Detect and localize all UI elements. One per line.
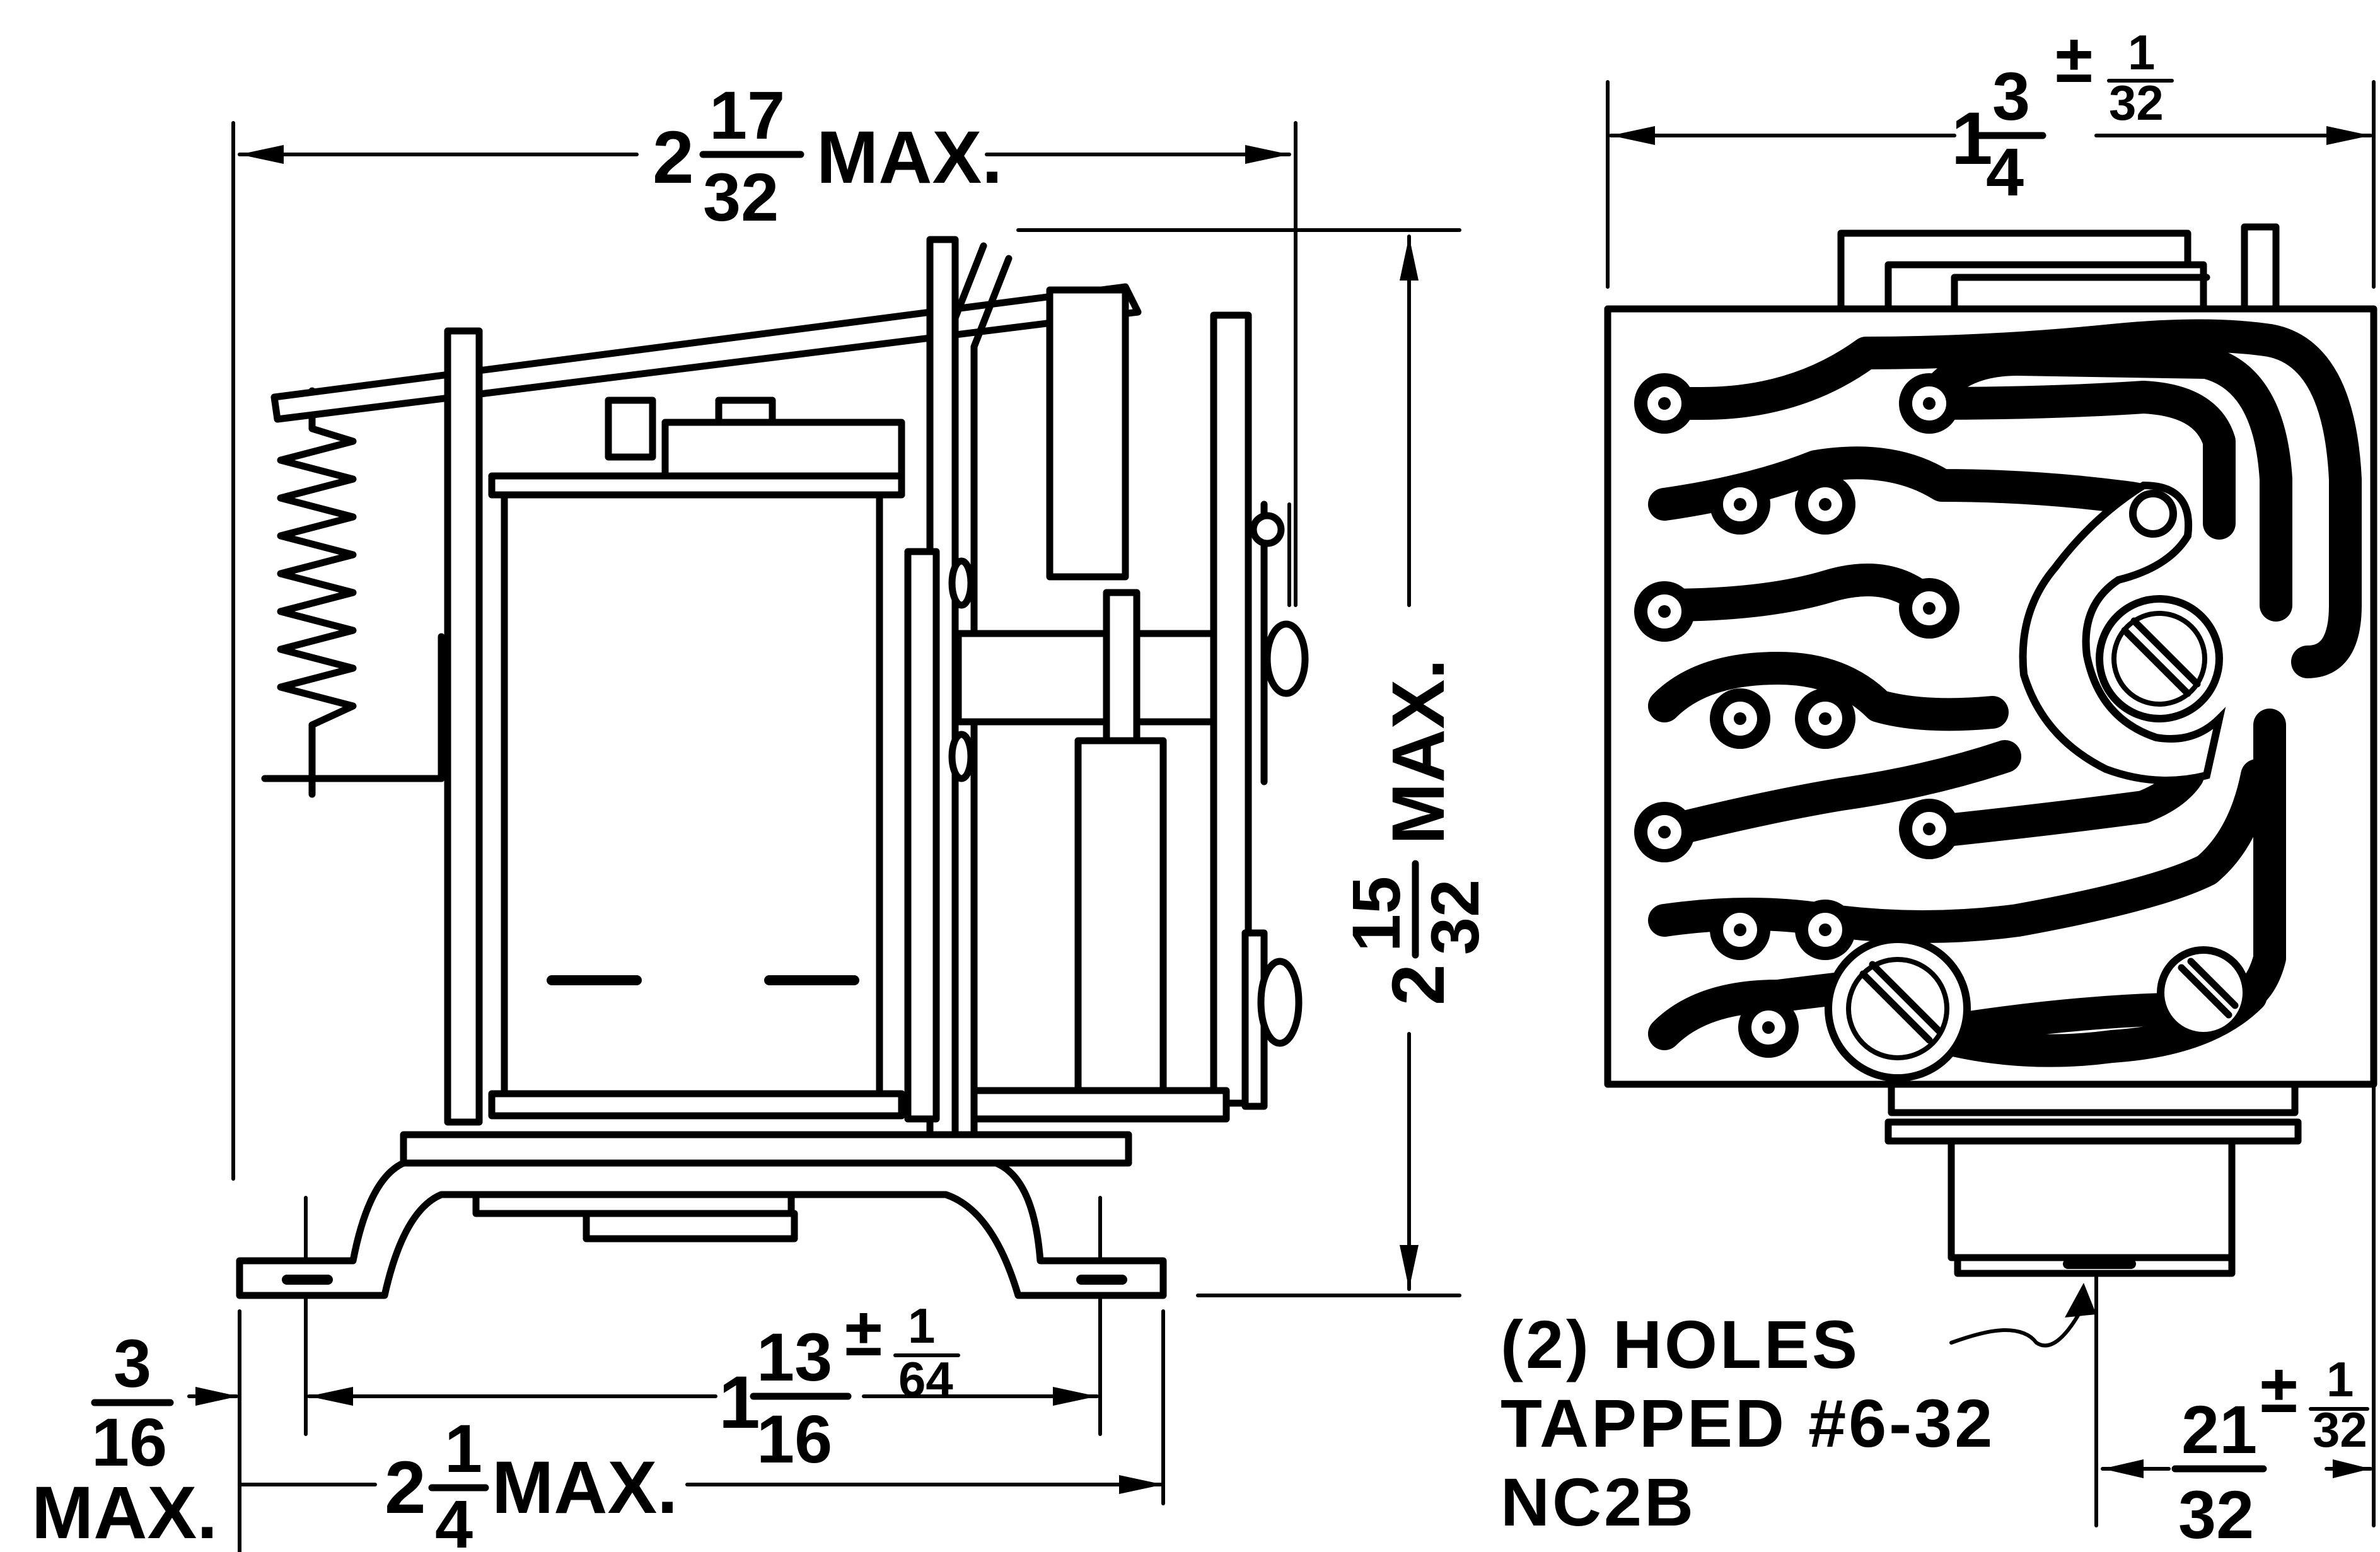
end-view: 1 3 4 ± 1 32 21 32 ± 1 32 (2) HOLES TAPP	[1501, 20, 2377, 1552]
dim-base-length: 2 1 4 MAX.	[238, 1410, 1165, 1552]
hole-offset-tol-sign: ±	[2260, 1350, 2297, 1427]
overall-height-den: 32	[1417, 879, 1493, 955]
end-width-tol-sign: ±	[2055, 20, 2093, 96]
holes-note-line-1: (2) HOLES	[1501, 1306, 1860, 1382]
base-height-suffix: MAX.	[32, 1471, 218, 1552]
terminal-eyelets	[1634, 373, 1959, 1058]
return-spring	[261, 387, 445, 798]
base-length-suffix: MAX.	[492, 1446, 678, 1529]
board-screw-right	[2157, 946, 2250, 1039]
overall-width-whole: 2	[653, 116, 694, 199]
dim-end-view-width: 1 3 4 ± 1 32	[1609, 20, 2372, 210]
dim-hole-spacing: 1 13 16 ± 1 64	[307, 1294, 1099, 1477]
board-screw-left	[1825, 935, 1971, 1082]
cam-plate	[2019, 481, 2226, 784]
hole-spacing-den: 16	[757, 1401, 832, 1477]
holes-note: (2) HOLES TAPPED #6-32 NC2B	[1501, 1306, 1995, 1540]
base-length-whole: 2	[385, 1446, 426, 1529]
base-height-den: 16	[91, 1404, 167, 1480]
dim-hole-offset: 21 32 ± 1 32	[2101, 1350, 2372, 1552]
hole-spacing-tol-num: 1	[908, 1298, 935, 1353]
end-width-den: 4	[1986, 134, 2024, 210]
side-view: 2 17 32 MAX. 2 15 32 MAX.	[32, 77, 1493, 1552]
holes-note-line-2: TAPPED #6-32	[1501, 1385, 1995, 1461]
hole-offset-tol-den: 32	[2313, 1402, 2367, 1457]
dim-overall-height: 2 15 32 MAX.	[1338, 235, 1493, 1291]
dim-base-height: 3 16 MAX.	[32, 1325, 238, 1552]
end-width-tol-den: 32	[2109, 75, 2164, 130]
hole-spacing-num: 13	[757, 1319, 832, 1395]
overall-width-num: 17	[709, 77, 785, 153]
mounting-base	[236, 1131, 1167, 1299]
end-width-num: 3	[1992, 58, 2030, 134]
relay-coil	[488, 397, 905, 1120]
overall-width-suffix: MAX.	[816, 116, 1002, 199]
hole-spacing-tol-sign: ±	[845, 1294, 882, 1370]
end-width-tol-num: 1	[2128, 25, 2155, 80]
overall-height-suffix: MAX.	[1377, 659, 1460, 845]
base-height-num: 3	[113, 1325, 151, 1401]
base-length-den: 4	[435, 1486, 473, 1552]
overall-height-num: 15	[1338, 876, 1414, 952]
hole-spacing-whole: 1	[719, 1361, 760, 1444]
dim-overall-width: 2 17 32 MAX.	[238, 77, 1291, 235]
hole-offset-den: 32	[2178, 1476, 2254, 1552]
hole-offset-num: 21	[2181, 1391, 2257, 1468]
armature-lever	[270, 242, 1142, 1138]
base-length-num: 1	[444, 1410, 482, 1486]
holes-note-line-3: NC2B	[1501, 1464, 1696, 1540]
overall-height-whole: 2	[1377, 964, 1460, 1005]
overall-width-den: 32	[703, 159, 779, 235]
hole-spacing-tol-den: 64	[898, 1352, 953, 1407]
hole-offset-tol-num: 1	[2326, 1352, 2354, 1407]
